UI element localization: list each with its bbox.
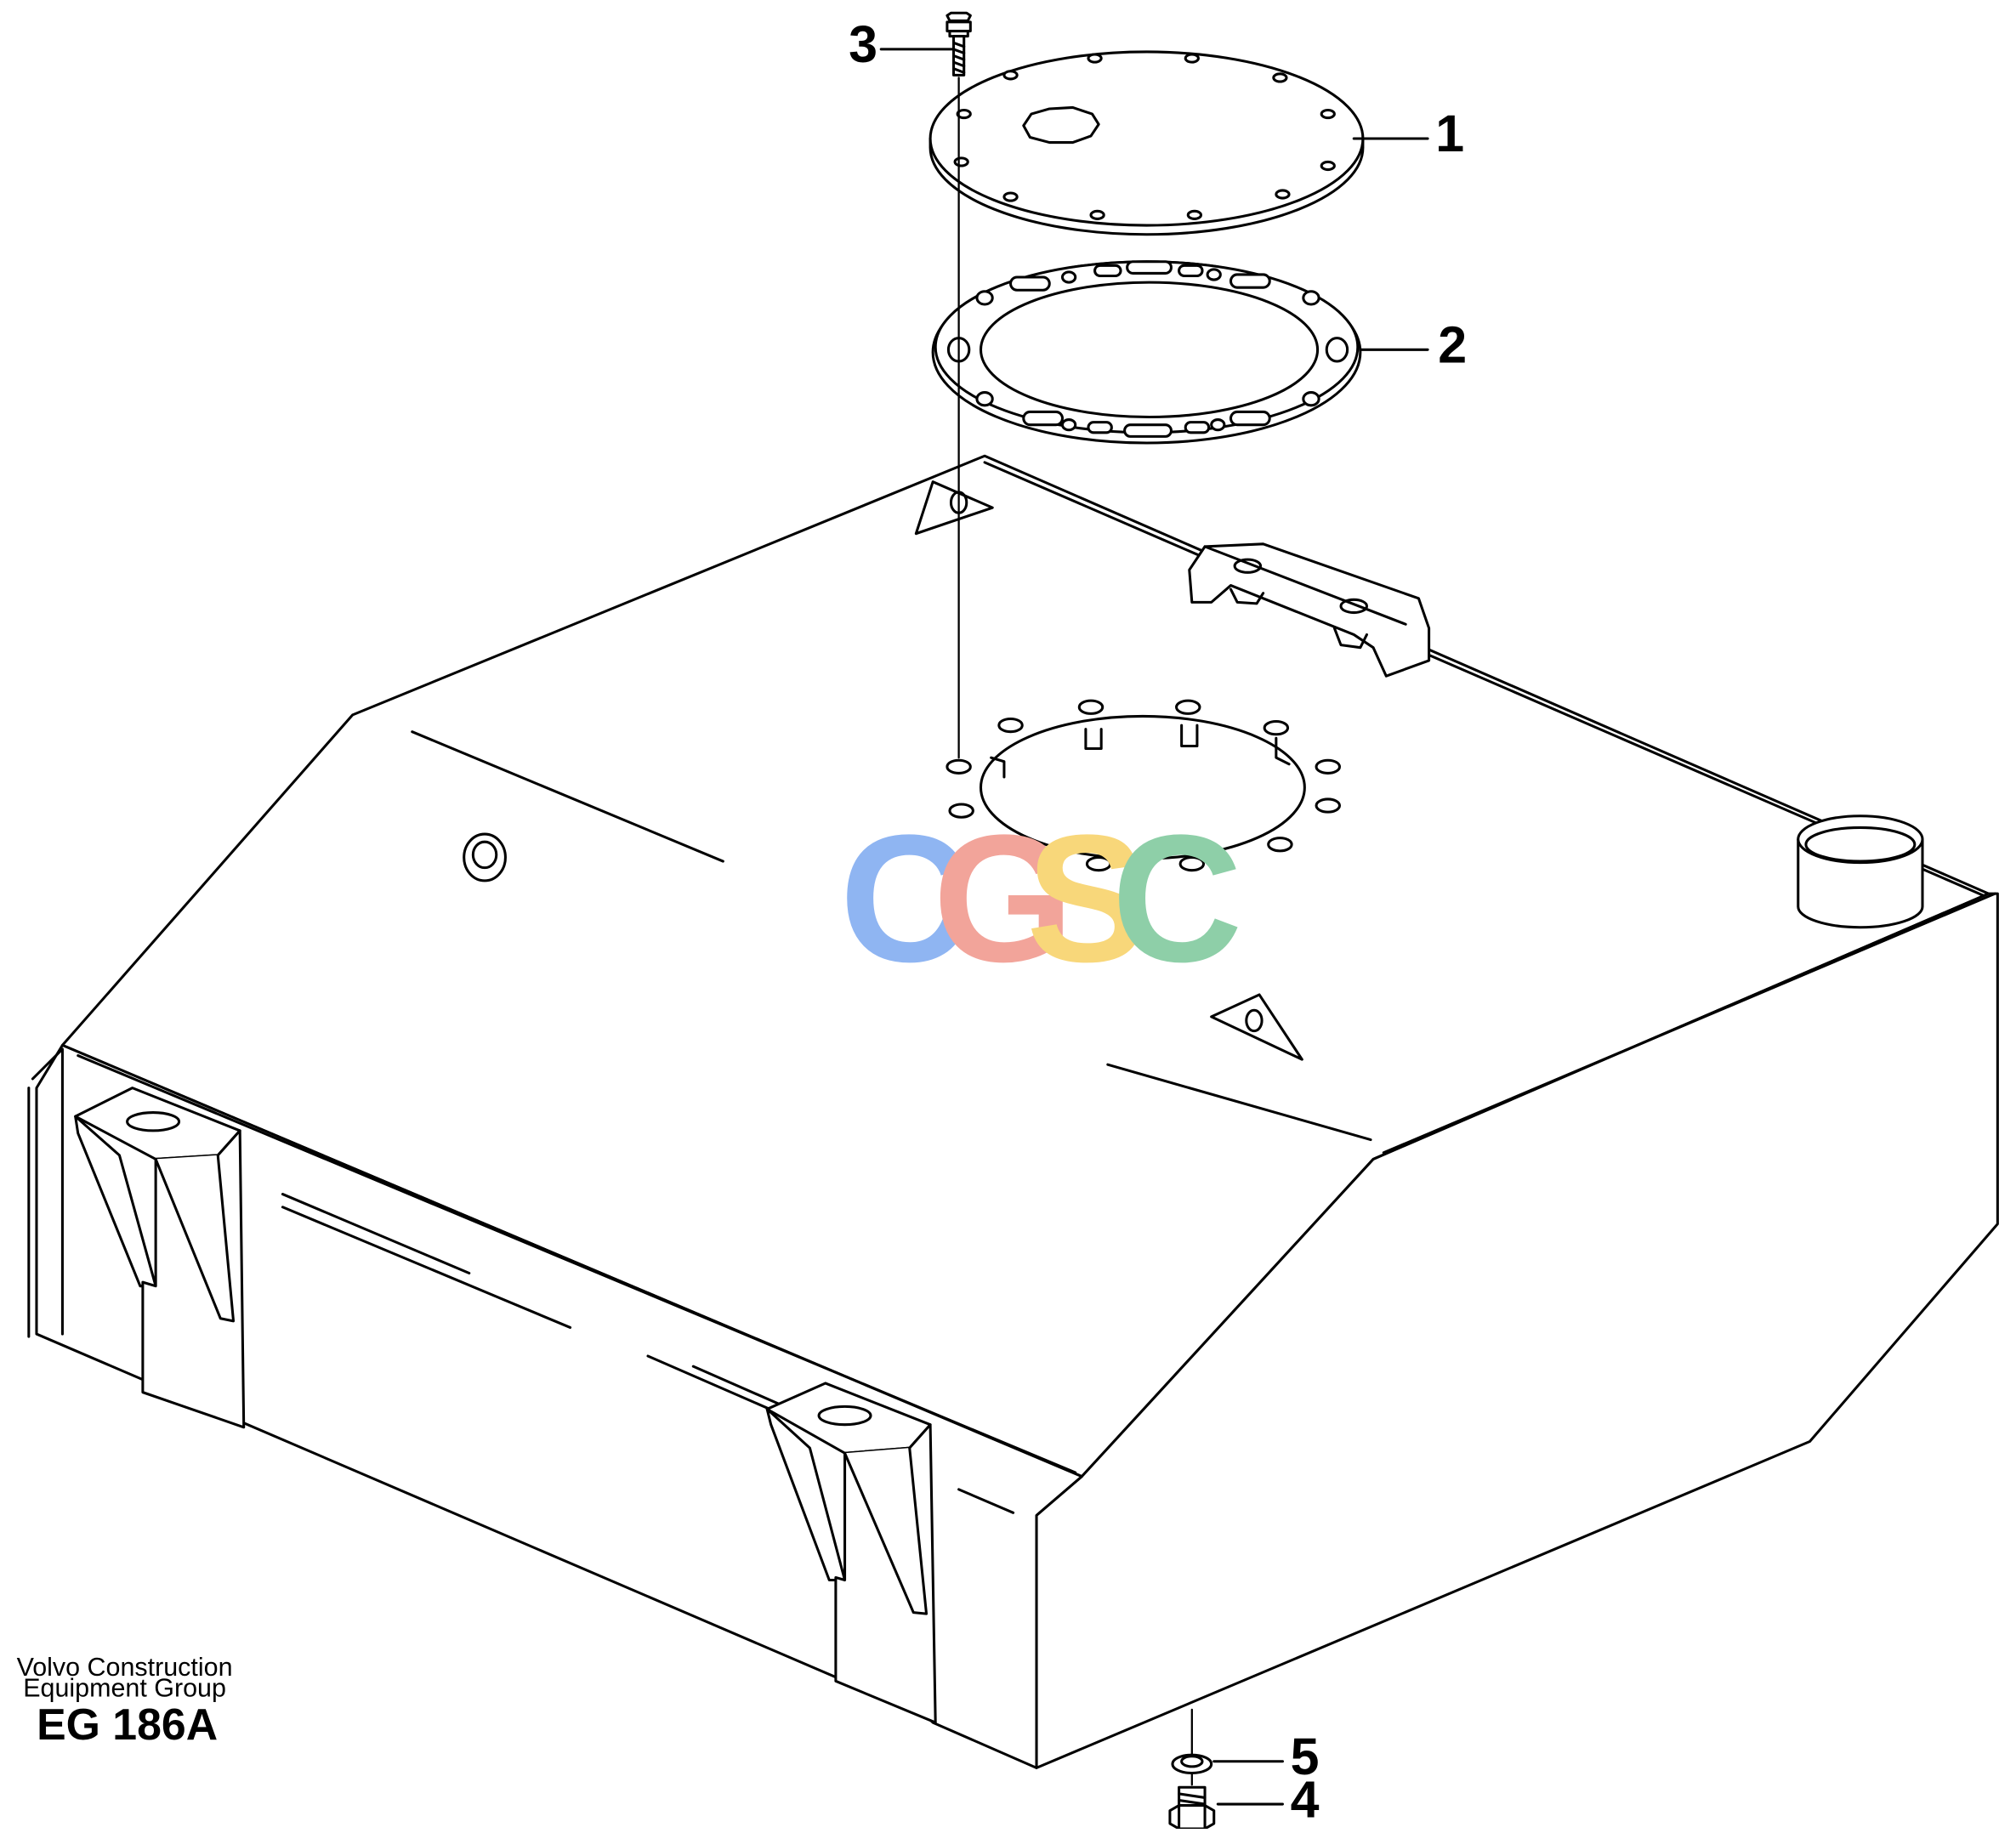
mounting-holes [946,699,1342,872]
leader-lines [879,48,1429,1806]
callout-4: 4 [1291,1770,1320,1828]
callout-2: 2 [1438,316,1467,374]
callout-3: 3 [849,15,877,73]
washer [1171,1753,1213,1775]
watermark: C G S C [839,797,1242,1000]
watermark-letter-c2: C [1111,797,1242,1000]
watermark-letter-g: G [933,797,1074,1000]
center-mounting-bracket [765,1382,937,1724]
drawing-code: EG 186A [37,1700,218,1749]
tank-body [27,892,1999,1769]
watermark-letter-c1: C [839,797,970,1000]
credit-line-2: Equipment Group [23,1674,226,1703]
credit-line-1: Volvo Construction [17,1653,233,1682]
watermark-letter-s: S [1026,797,1147,1000]
lifting-lug-front [1210,993,1303,1061]
cover-plate [928,50,1365,236]
tank-boss [463,832,507,882]
tank-handle [1188,542,1431,678]
screw [946,11,972,77]
filler-neck [1797,814,1924,929]
drain-plug [1168,1785,1216,1830]
tank-opening [979,714,1306,860]
callout-1: 1 [1435,105,1464,162]
callout-5: 5 [1291,1728,1320,1785]
gasket [931,260,1362,445]
left-mounting-bracket [74,1087,246,1429]
